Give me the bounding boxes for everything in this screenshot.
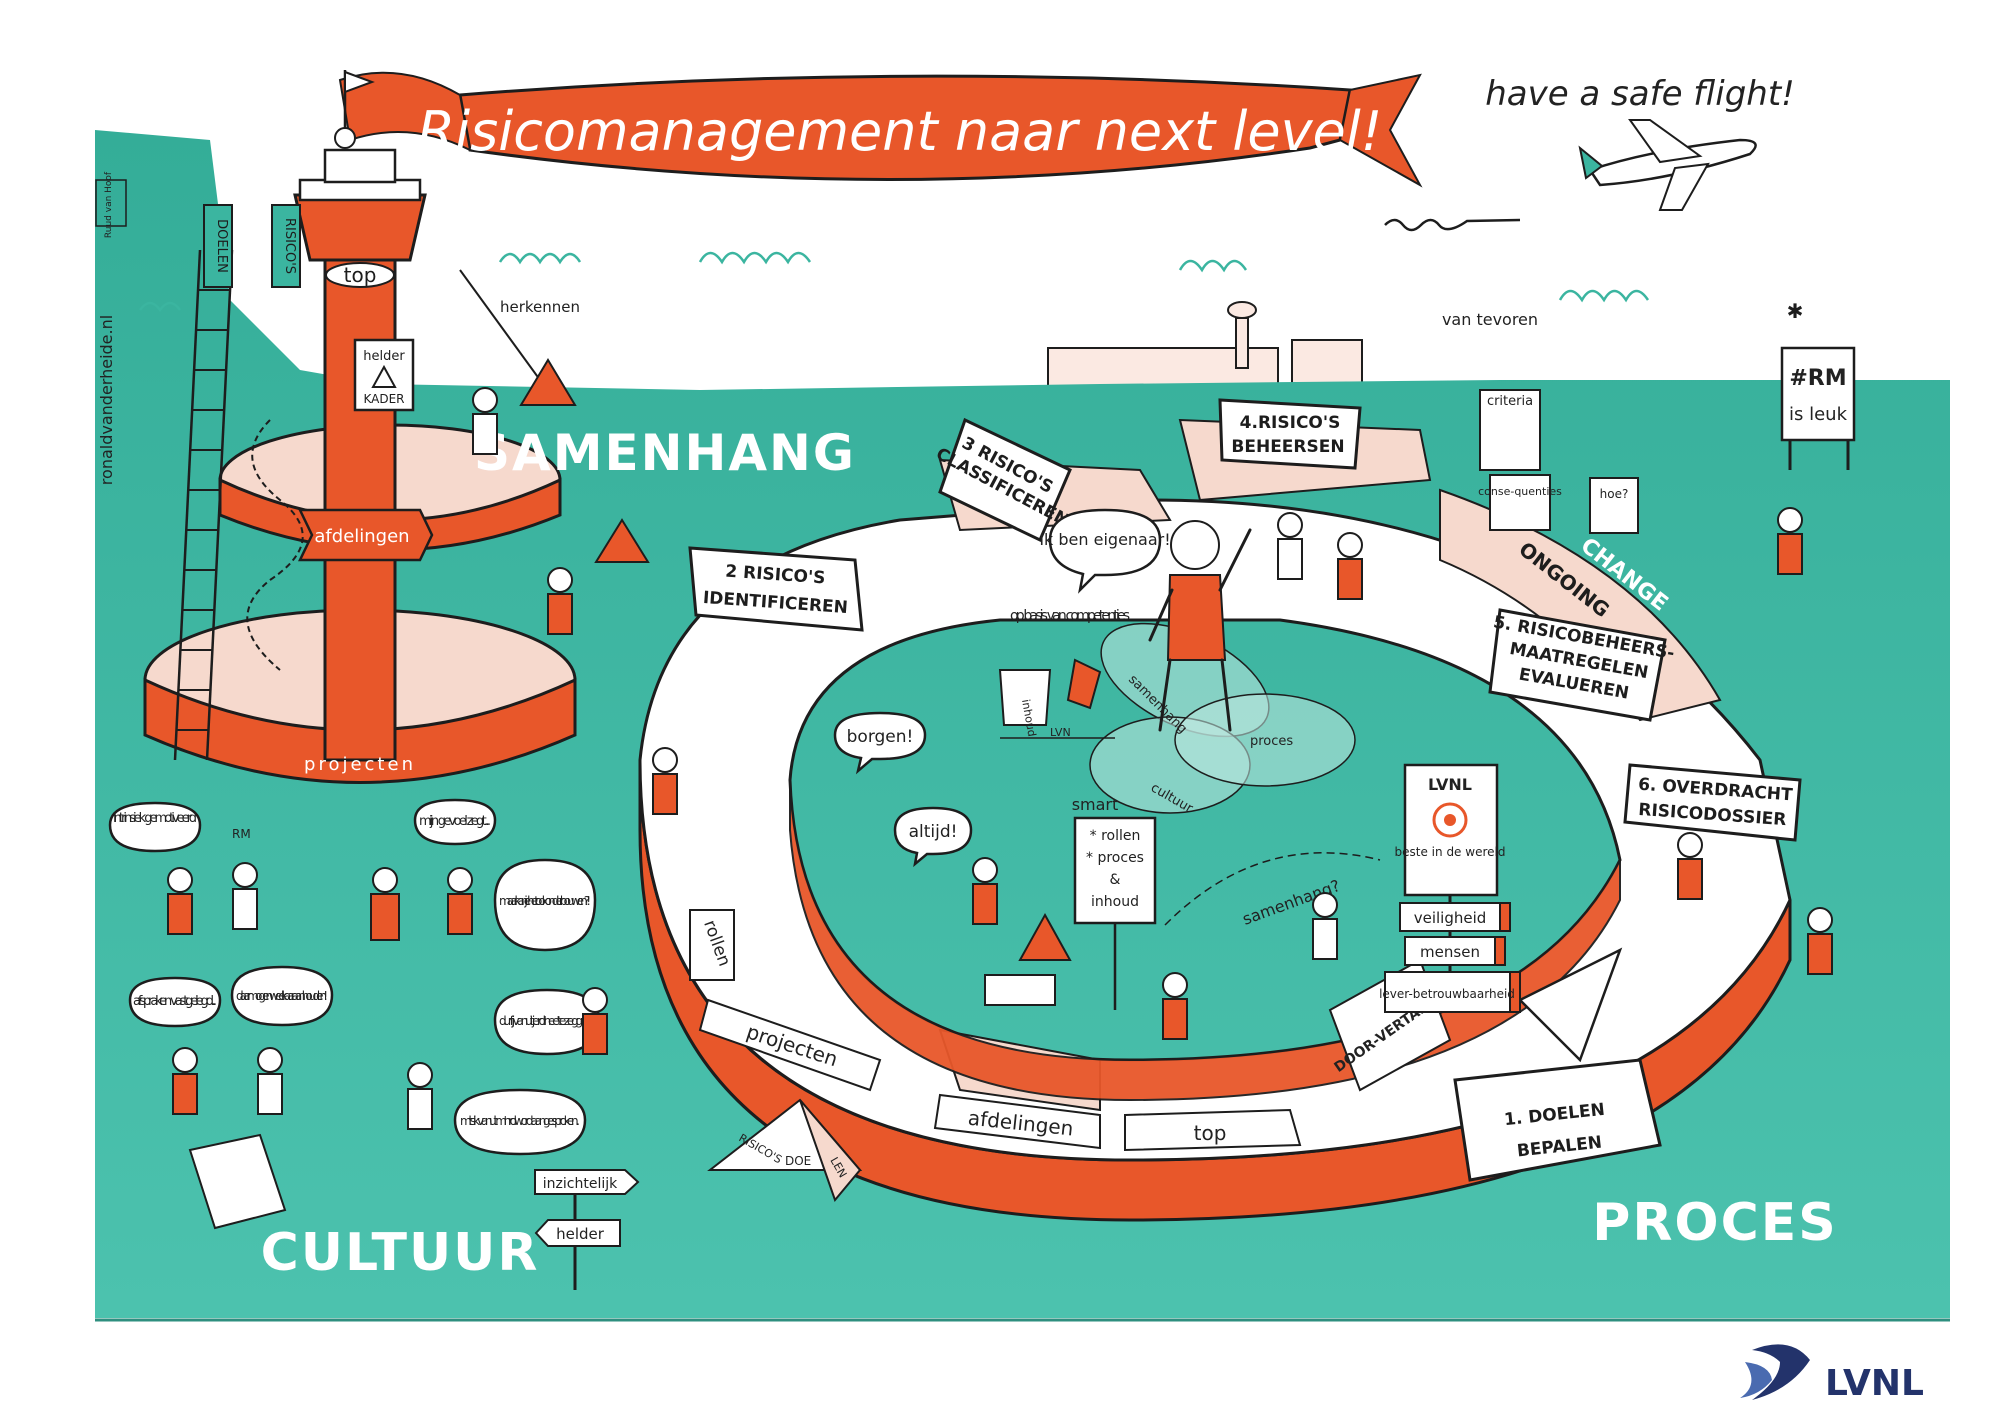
tower-afdelingen-label: afdelingen [314,526,409,547]
board-value-betrouwbaarheid: lever-betrouwbaarheid [1379,987,1515,1001]
criteria-label: criteria [1487,394,1533,409]
bubble-houden: daar mogen we elkaar aan houden! [230,965,334,1027]
herkennen-label: herkennen [500,298,580,316]
bubble-eigenaar: Ik ben eigenaar! [1039,508,1171,594]
lvn-label: LVN [1050,726,1071,739]
bubble-aangesproken: mits ik vanuit m'n rol word aangesproken… [453,1088,587,1156]
board-value-veiligheid: veiligheid [1414,909,1487,927]
signpost-helder: helder [556,1225,605,1243]
bubble-durf: durf jij vanuit je rol 'nee' te zeggen? [493,988,601,1056]
ladder-risicos-label: RISICO'S [282,218,297,274]
lvnl-logo: LVNL [1740,1344,1924,1404]
smart-item-2: * proces [1086,850,1144,866]
lvnl-board: LVNL beste in de wereld veiligheid mense… [1379,763,1521,1013]
tower-top-label: top [344,263,377,287]
bubble-eigenaar-text: Ik ben eigenaar! [1039,530,1170,549]
bubble-durf-text: durf jij vanuit je rol 'nee' te zeggen? [499,1014,595,1028]
step-4-line1: 4.RISICO'S [1240,413,1341,433]
control-tower: top helder KADER afdelingen projecten DO… [143,70,577,784]
ring-label-top: top [1194,1121,1227,1145]
artist-mark: Ruud van Hoof [104,171,114,238]
smart-item-4: inhoud [1091,894,1139,910]
bubble-altijd: altijd! [893,806,973,868]
person-owner [1148,520,1252,732]
board-motto: beste in de wereld [1395,845,1506,859]
bubble-intrinsiek-text: intrinsiek gemotiveerd [113,811,197,826]
bubble-altijd-text: altijd! [909,822,958,842]
signpost-inzichtelijk: inzichtelijk [543,1176,618,1192]
pyramid: RISICO'S DOE LEN [707,1098,863,1202]
tower-kader-label: KADER [363,392,404,406]
bubble-borgen: borgen! [833,711,927,775]
bubble-gevoel-text: mijn gevoel zegt... [419,814,491,829]
smart-sign: smart * rollen * proces & inhoud [1072,795,1157,1010]
section-samenhang: SAMENHANG [474,424,856,482]
criteria-board: criteria conse-quenties hoe? [1478,389,1639,534]
star-icon: ✱ [1787,299,1804,323]
airplane-icon [1578,119,1757,211]
smart-title: smart [1072,795,1119,814]
van-tevoren-label: van tevoren [1442,310,1538,329]
document-icon [188,1133,287,1230]
bubble-onderbouwen-text: maar kan je het ook onderbouwen?! [499,894,591,908]
banner-title: Risicomanagement naar next level! [418,100,1383,163]
tower-helder-label: helder [363,349,405,364]
bubble-borgen-text: borgen! [847,727,914,747]
signature: ronaldvanderheide.nl [97,315,116,485]
people [167,387,1833,1130]
bubble-houden-text: daar mogen we elkaar aan houden! [236,989,328,1003]
pyramid-doe: DOE [785,1154,811,1168]
consequenties-label: conse-quenties [1478,485,1562,498]
herkennen-arrow [459,269,541,381]
logo-text: LVNL [1825,1363,1924,1404]
step-4: 4.RISICO'S BEHEERSEN [1218,398,1362,470]
title-banner: Risicomanagement naar next level! [338,71,1423,188]
bubble-afspraken-text: afspraken vastgelegd... [133,994,217,1009]
airport-skyline [1047,301,1363,387]
contrail [1384,218,1521,232]
smart-item-1: * rollen [1090,828,1141,844]
section-cultuur: CULTUUR [261,1223,540,1283]
op-basis-label-1: op basis van competenties [1010,608,1130,624]
step-1: 1. DOELEN BEPALEN [1453,1058,1662,1182]
bubble-afspraken: afspraken vastgelegd... [128,976,222,1028]
step-2: 2 RISICO'S IDENTIFICEREN [688,546,864,632]
bubble-gevoel: mijn gevoel zegt... [413,798,497,846]
ladder-doelen-label: DOELEN [214,219,229,273]
bubble-onderbouwen: maar kan je het ook onderbouwen?! [493,858,597,952]
artist-mark-box [95,179,127,227]
samenhang-dashed-arrow [1164,852,1381,926]
step-4-line2: BEHEERSEN [1231,437,1344,457]
paint-bucket-icon [998,658,1102,726]
step-6: 6. OVERDRACHT RISICODOSSIER [1623,763,1802,842]
rm-sign-line2: is leuk [1789,404,1848,425]
tower-projecten-label: projecten [304,754,416,775]
tagline: have a safe flight! [1485,74,1795,114]
signpost: inzichtelijk helder [534,1169,640,1290]
inhoud-label: inhoud [1019,698,1038,737]
bubble-intrinsiek: intrinsiek gemotiveerd [108,801,202,853]
board-brand: LVNL [1428,775,1472,794]
rm-flag-label: RM [232,827,251,841]
hoe-label: hoe? [1600,487,1629,501]
board-value-mensen: mensen [1420,943,1480,961]
rm-sign: #RM is leuk [1780,346,1856,470]
venn-proces: proces [1250,734,1293,749]
warning-triangle-icon [519,358,650,563]
smart-item-3: & [1110,872,1121,888]
warning-triangle-icon [984,912,1072,1006]
bubble-aangesproken-text: mits ik vanuit m'n rol word aangesproken… [460,1114,580,1128]
section-proces: PROCES [1592,1193,1838,1253]
rm-sign-line1: #RM [1789,366,1846,391]
